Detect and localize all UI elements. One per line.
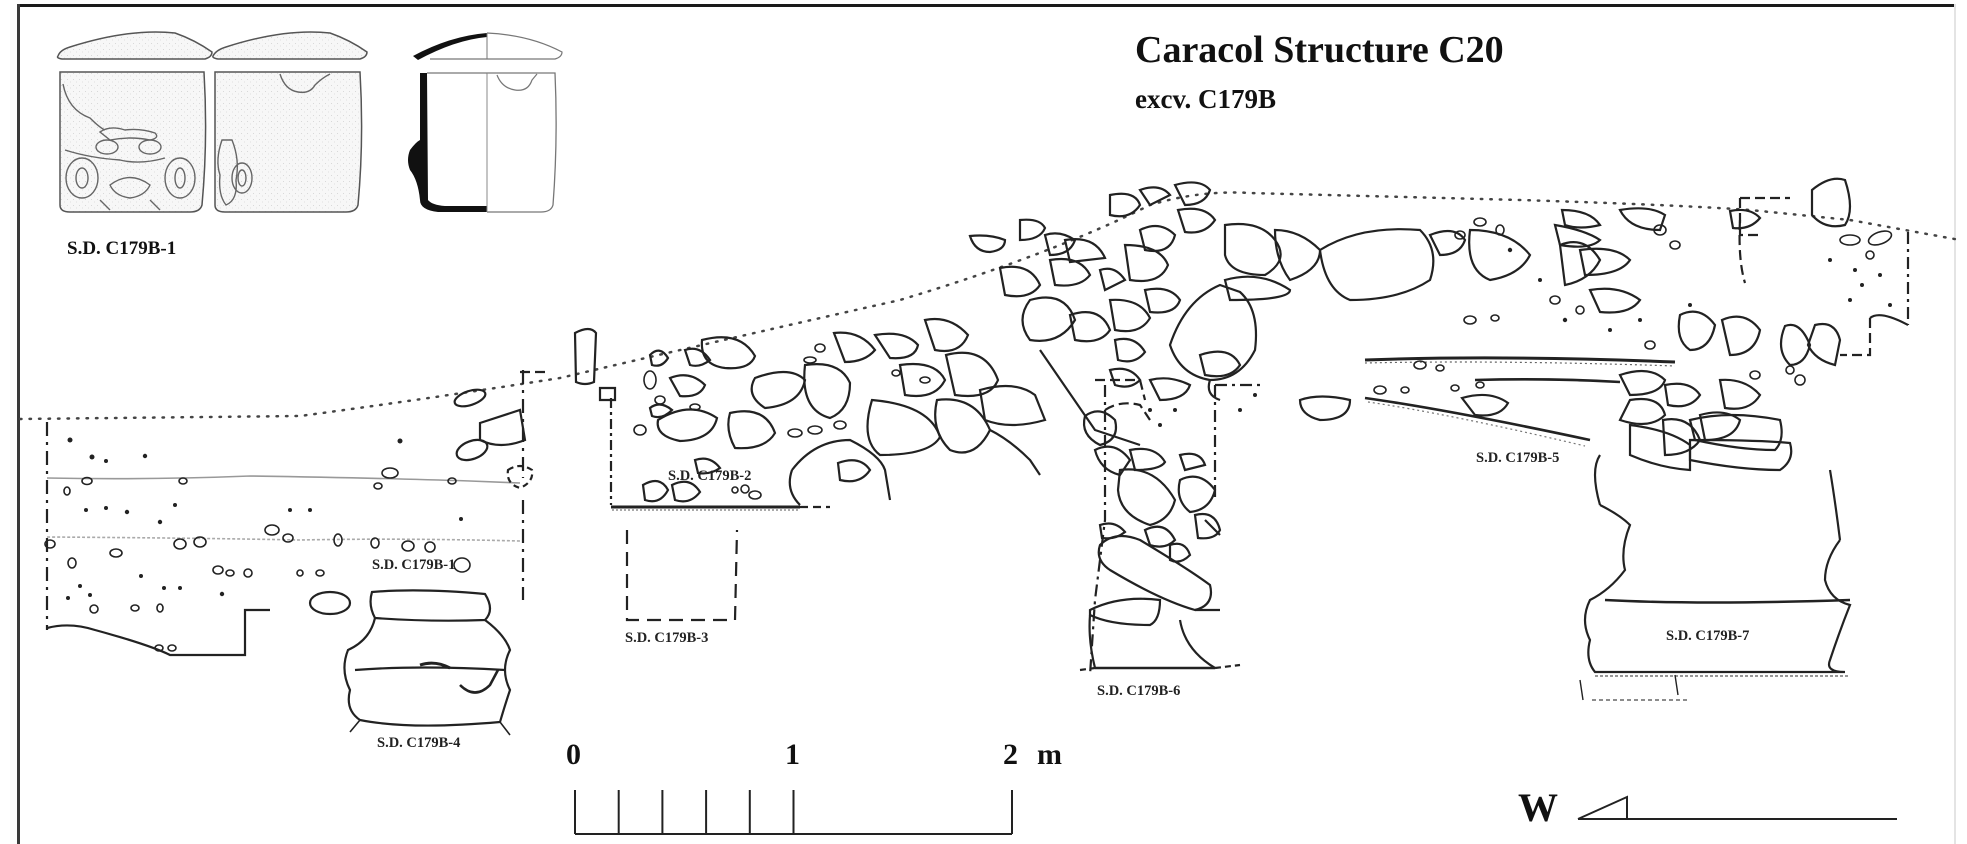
label-sd-c179b-3: S.D. C179B-3 — [625, 630, 709, 646]
label-sd-c179b-1: S.D. C179B-1 — [372, 557, 456, 573]
frame-border-top — [18, 4, 1955, 7]
section-sd6 — [1079, 383, 1265, 676]
vessel-lid — [212, 31, 368, 60]
vessel-profile-section — [408, 32, 563, 213]
section-middle — [573, 317, 1141, 622]
label-sd-c179b-4: S.D. C179B-4 — [377, 735, 461, 751]
label-sd-c179b-2: S.D. C179B-2 — [668, 468, 752, 484]
scale-unit: m — [1037, 738, 1062, 771]
direction-label: W — [1518, 785, 1558, 830]
dots-right — [1148, 247, 1892, 427]
pebbles-middle — [633, 343, 931, 500]
figure-title: Caracol Structure C20 — [1135, 29, 1504, 71]
ground-surface-line — [18, 191, 1962, 421]
vessel-lid — [56, 31, 213, 60]
chamber-sd3 — [625, 529, 739, 622]
frame-border-right — [1954, 4, 1956, 844]
direction-arrow-icon — [1577, 795, 1897, 820]
vessel-exterior-view-1 — [56, 31, 213, 213]
standing-stone — [573, 327, 598, 386]
label-sd-c179b-7: S.D. C179B-7 — [1666, 628, 1750, 644]
vessel-wall-section — [408, 73, 487, 212]
dots-left — [66, 437, 463, 600]
pebbles-left — [44, 467, 471, 652]
vessel-lid-section — [413, 33, 487, 60]
vessel-body — [59, 71, 207, 213]
vessel-exterior-view-2 — [212, 31, 368, 213]
label-sd-c179b-6: S.D. C179B-6 — [1097, 683, 1181, 699]
scale-label-2: 2 — [1003, 738, 1018, 771]
chamber-sd7-walls — [1583, 504, 1852, 674]
scale-label-1: 1 — [785, 738, 800, 771]
vessel-caption: S.D. C179B-1 — [67, 238, 177, 259]
section-right — [1298, 177, 1910, 701]
label-sd-c179b-5: S.D. C179B-5 — [1476, 450, 1560, 466]
figure-subtitle: excv. C179B — [1135, 84, 1276, 114]
section-left — [45, 370, 545, 736]
rubble-center — [968, 181, 1532, 421]
frame-border-left — [17, 4, 20, 844]
scale-label-0: 0 — [566, 738, 581, 771]
pebbles-right — [1373, 217, 1893, 395]
chamber-sd4-capstone — [369, 589, 492, 622]
scale-bar — [574, 790, 1013, 835]
